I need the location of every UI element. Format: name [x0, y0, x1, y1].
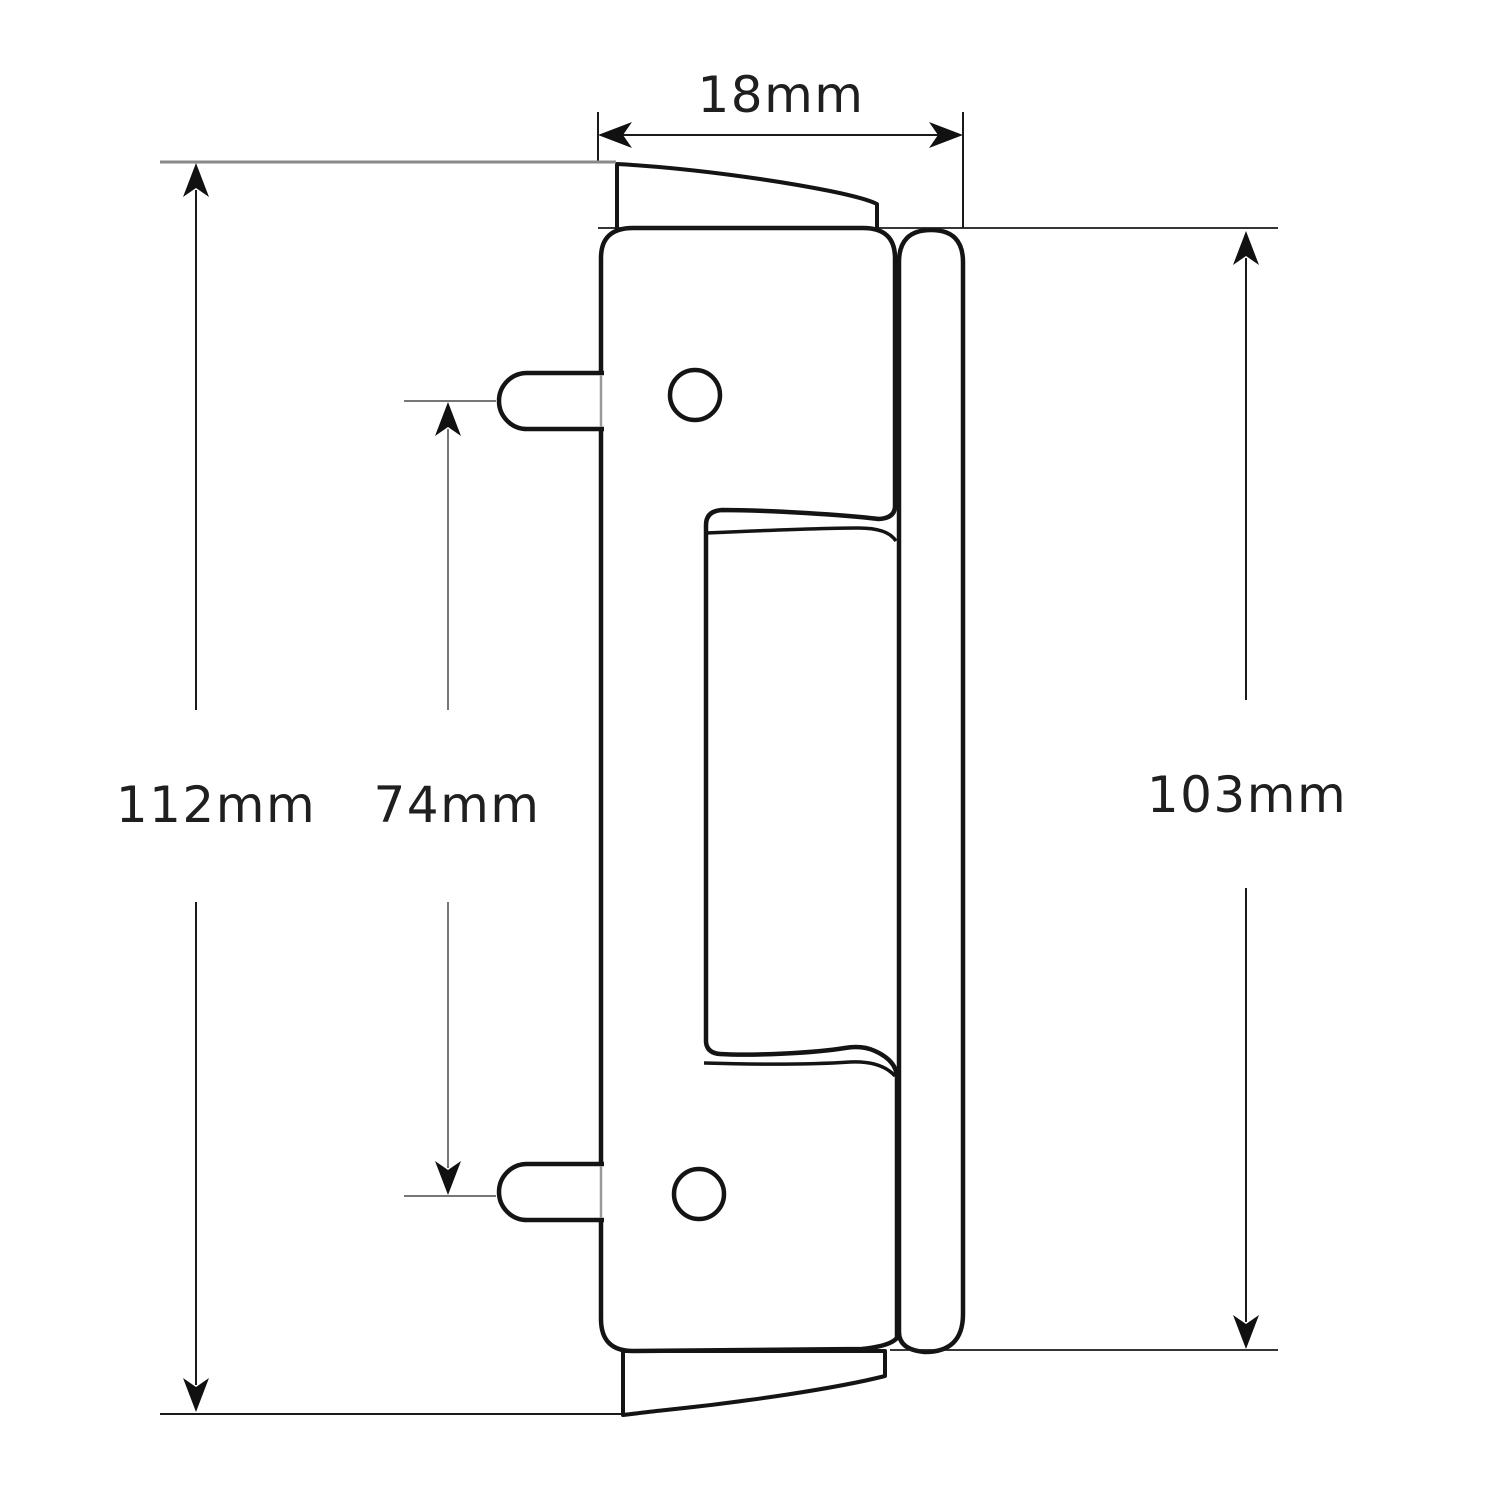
hinge-bottom-cap	[621, 1349, 887, 1417]
dim-label-18mm: 18mm	[697, 66, 864, 124]
arrowhead-down	[1233, 1315, 1259, 1349]
hinge-left-leaf-outline	[598, 225, 900, 1354]
pin-top	[496, 370, 604, 432]
pin-bottom	[496, 1161, 604, 1223]
dimension-overall-height: 112mm	[116, 160, 621, 1415]
upper-recess-lip-line	[705, 526, 898, 543]
arrowhead-up	[183, 163, 209, 197]
dimension-leaf-height: 103mm	[598, 227, 1347, 1351]
dim-label-112mm: 112mm	[116, 776, 316, 834]
lower-recess-lip-line	[703, 1060, 897, 1078]
hinge-top-cap	[615, 162, 879, 232]
hole-top	[667, 367, 723, 423]
hole-bottom	[671, 1166, 727, 1222]
arrowhead-up	[435, 402, 461, 436]
dim-label-74mm: 74mm	[373, 776, 540, 834]
dimension-depth-top: 18mm	[597, 66, 964, 228]
arrowhead-down	[435, 1161, 461, 1195]
arrowhead-up	[1233, 231, 1259, 265]
arrowhead-down	[183, 1378, 209, 1412]
arrowhead-left	[598, 122, 632, 148]
dimension-pin-spacing: 74mm	[373, 400, 540, 1197]
hinge-right-leaf-outline	[896, 227, 966, 1355]
dim-label-103mm: 103mm	[1147, 766, 1347, 824]
arrowhead-right	[929, 122, 963, 148]
